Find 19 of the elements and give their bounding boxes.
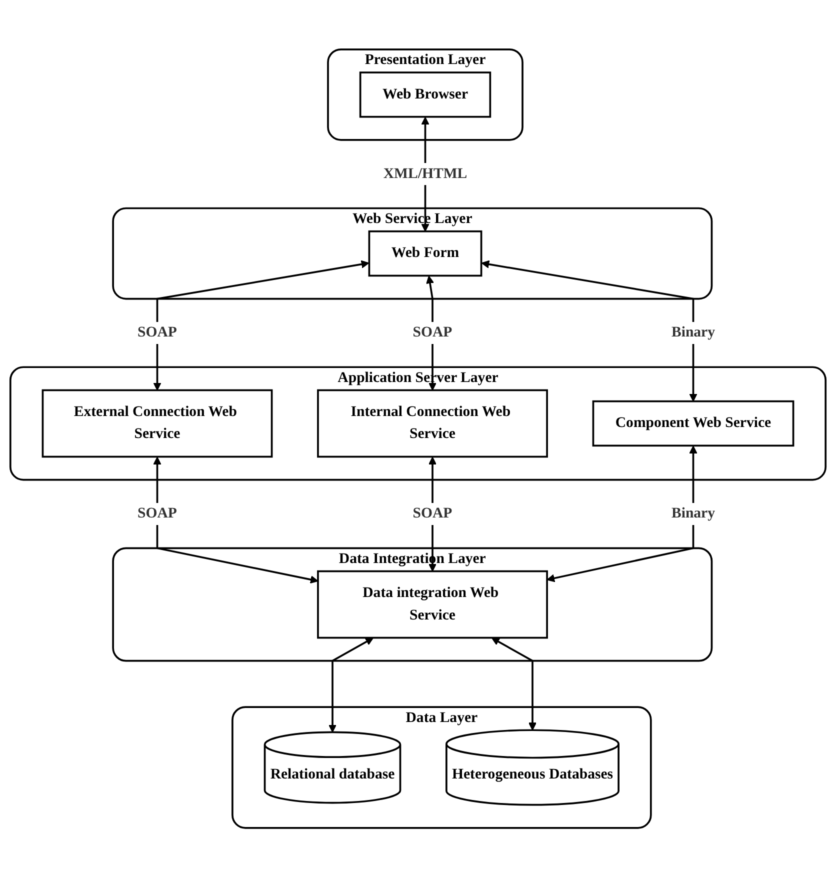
arrow (153, 260, 370, 391)
edge-label: Binary (671, 506, 716, 522)
node-box: Data integration Web Service (317, 570, 548, 640)
edge-label: XML/HTML (383, 166, 468, 182)
edge-label: SOAP (412, 506, 452, 522)
arrow (153, 457, 318, 584)
node-box: Web Form (368, 230, 482, 277)
node-box: Component Web Service (592, 400, 794, 447)
edge-label: SOAP (412, 324, 452, 341)
node-box: Web Browser (359, 72, 492, 118)
edge-label: SOAP (138, 324, 177, 341)
arrow (546, 446, 698, 583)
arrow (481, 260, 698, 402)
edge-label: Binary (671, 324, 716, 341)
edge-label: SOAP (138, 506, 177, 522)
node-box: External Connection Web Service (42, 390, 273, 458)
arrow (328, 638, 374, 733)
arrow (491, 638, 537, 731)
node-box: Internal Connection Web Service (317, 390, 548, 458)
